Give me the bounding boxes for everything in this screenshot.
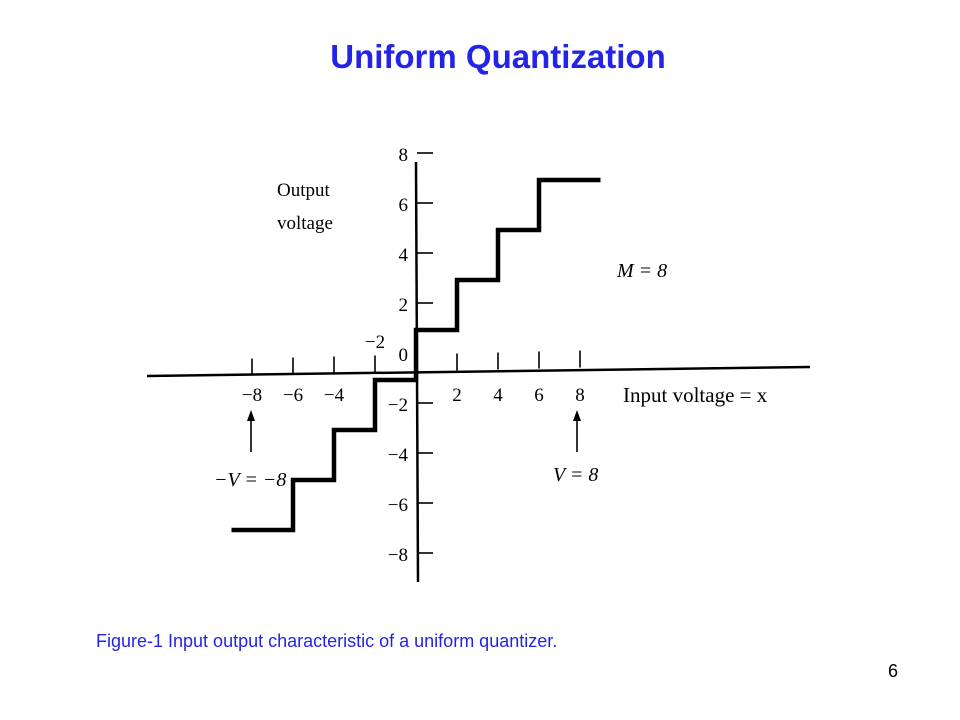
y-tick-label: −6: [388, 495, 408, 516]
neg-v-arrow-head: [247, 410, 255, 421]
quantizer-staircase-line: [231, 177, 601, 533]
y-axis-label-line2: voltage: [277, 213, 333, 234]
y-tick-label: 8: [399, 145, 409, 166]
v-arrow-head: [573, 410, 581, 421]
y-tick-label: −2: [388, 395, 408, 416]
x-tick-label: 6: [534, 385, 544, 406]
figure-caption: Figure-1 Input output characteristic of …: [96, 631, 558, 651]
x-tick-label: 8: [575, 385, 585, 406]
y-tick-label: 4: [399, 245, 409, 266]
levels-annotation: M = 8: [616, 260, 667, 282]
x-axis: [146, 365, 811, 378]
y-axis-ticks: 8 6 4 2 0 −2 −4 −6 −8: [388, 145, 433, 566]
y-tick-label: −4: [388, 445, 409, 466]
x-tick-label: −8: [242, 385, 262, 406]
x-tick-label: −6: [283, 385, 303, 406]
x-tick-label: −2: [365, 332, 385, 353]
y-tick-label: 6: [399, 195, 409, 216]
x-tick-label: −4: [324, 385, 345, 406]
y-tick-label: 2: [399, 295, 409, 316]
v-annotation: V = 8: [553, 464, 598, 486]
x-axis-ticks: −8 −6 −4 2 4 6 8 −2: [242, 332, 585, 406]
y-axis-label-line1: Output: [277, 180, 331, 201]
slide-title: Uniform Quantization: [330, 38, 666, 75]
x-tick-label: 4: [493, 385, 503, 406]
x-axis-label: Input voltage = x: [623, 383, 768, 407]
x-tick-label: 2: [452, 385, 462, 406]
y-tick-label: −8: [388, 545, 408, 566]
neg-v-annotation: −V = −8: [214, 469, 286, 491]
y-tick-label: 0: [399, 345, 409, 366]
page-number: 6: [888, 661, 899, 681]
